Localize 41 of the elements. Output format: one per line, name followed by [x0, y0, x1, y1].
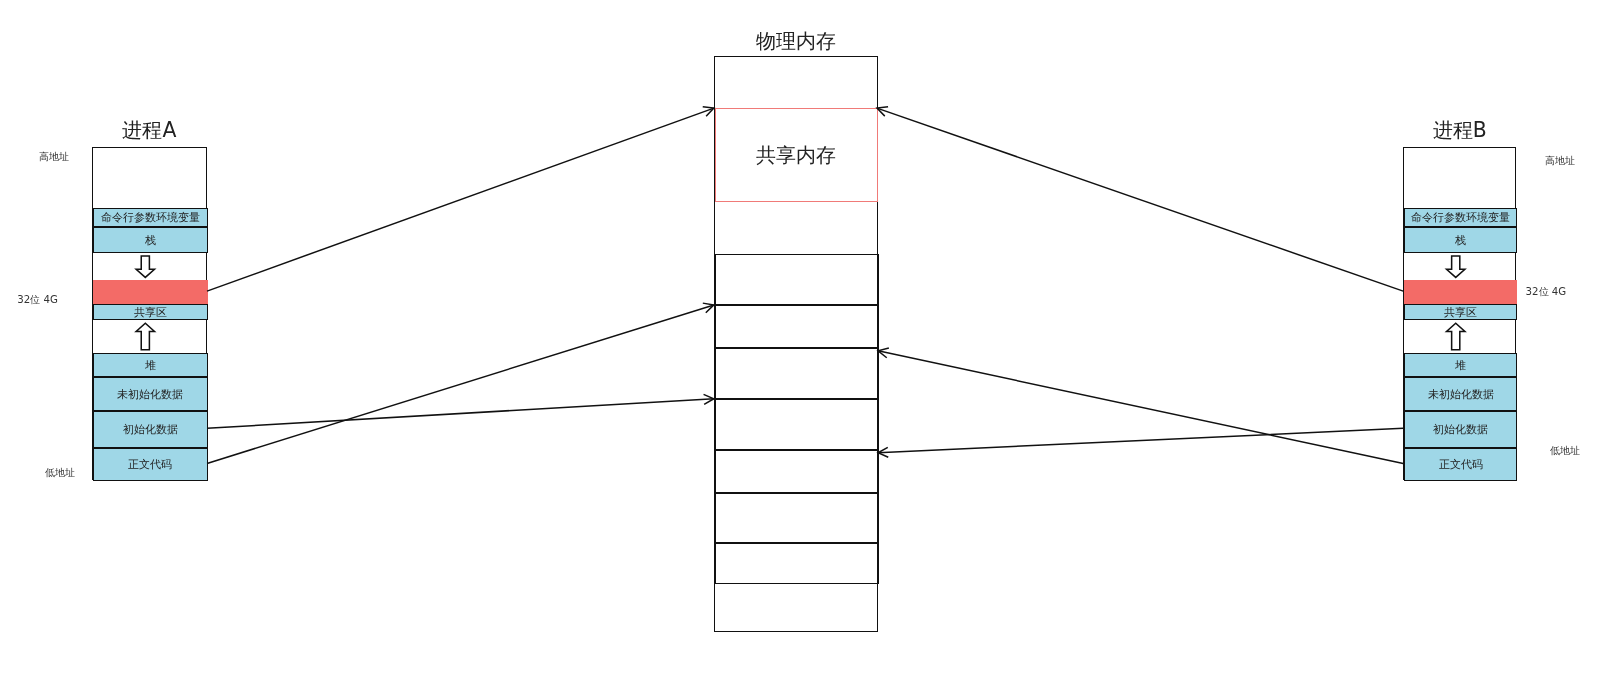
memory-page: [714, 253, 879, 305]
arrow: [876, 105, 1404, 292]
memory-segment: 正文代码: [1404, 447, 1518, 482]
memory-segment: 栈: [92, 227, 208, 253]
address-label: 低地址: [1550, 443, 1581, 457]
mapping-bar: [92, 280, 208, 304]
memory-segment: 堆: [1404, 352, 1518, 378]
address-label: 32位 4G: [17, 292, 58, 306]
arrow: [206, 393, 715, 430]
memory-page: [714, 398, 879, 450]
memory-segment: 初始化数据: [92, 410, 208, 448]
memory-segment: 正文代码: [92, 447, 208, 482]
hollow-arrow: [134, 322, 157, 351]
arrow: [206, 106, 715, 292]
address-label: 低地址: [44, 466, 75, 480]
hollow-arrow: [1444, 255, 1467, 279]
memory-page: [714, 304, 879, 348]
hollow-arrow: [1444, 322, 1467, 351]
address-label: 高地址: [38, 149, 69, 164]
hollow-arrow: [134, 255, 157, 279]
address-label: 高地址: [1544, 154, 1575, 168]
memory-segment: 堆: [92, 352, 208, 378]
column-title: 进程A: [122, 118, 177, 143]
shared-memory-block: 共享内存: [714, 108, 878, 202]
memory-segment: 未初始化数据: [92, 377, 208, 411]
arrow: [206, 302, 715, 465]
memory-segment: 命令行参数环境变量: [92, 208, 208, 228]
memory-segment: 未初始化数据: [1404, 377, 1518, 411]
memory-segment: 栈: [1404, 227, 1518, 253]
memory-page: [714, 347, 879, 399]
arrow: [877, 347, 1404, 465]
arrow: [877, 427, 1404, 459]
memory-segment: 命令行参数环境变量: [1404, 208, 1518, 228]
memory-page: [714, 543, 879, 585]
memory-page: [714, 449, 879, 493]
mapping-bar: [1404, 280, 1518, 304]
memory-page: [714, 492, 879, 544]
column-title: 物理内存: [755, 28, 836, 53]
column-title: 进程B: [1432, 118, 1487, 143]
memory-segment: 初始化数据: [1404, 410, 1518, 448]
address-label: 32位 4G: [1525, 284, 1567, 298]
